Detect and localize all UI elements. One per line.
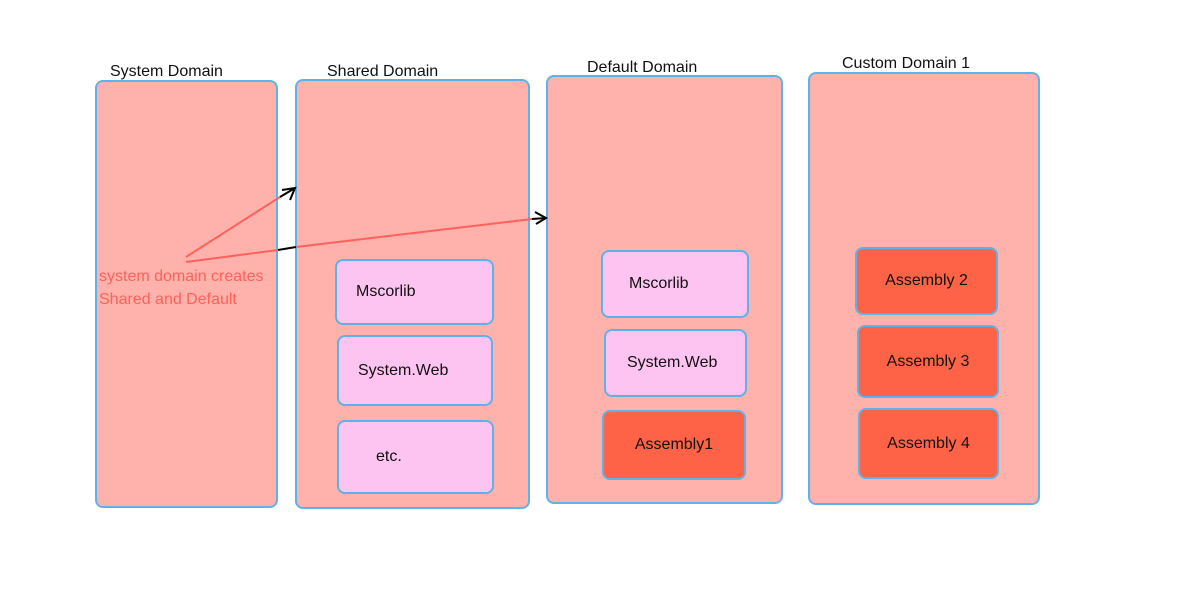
- annotation-text: system domain creates Shared and Default: [99, 265, 264, 311]
- default-assembly-system-web: System.Web: [604, 329, 747, 397]
- assembly-label: Assembly 3: [886, 352, 970, 370]
- default-domain-title: Default Domain: [587, 59, 698, 76]
- arrow-to-shared-tip: [279, 187, 296, 198]
- custom-domain-title: Custom Domain 1: [842, 55, 971, 72]
- default-assembly-mscorlib: Mscorlib: [601, 250, 749, 318]
- annotation-line-1: system domain creates: [99, 268, 264, 285]
- arrow-to-default-line-black: [277, 246, 297, 251]
- shared-domain-title: Shared Domain: [327, 63, 439, 80]
- custom-assembly-3: Assembly 3: [857, 325, 999, 398]
- custom-assembly-4: Assembly 4: [858, 408, 999, 479]
- assembly-label: Assembly 4: [887, 434, 970, 452]
- arrow-to-default-head: [534, 211, 549, 225]
- arrow-to-shared-head: [281, 186, 297, 201]
- system-domain-box: [95, 80, 278, 508]
- assembly-label: Assembly 2: [885, 272, 968, 289]
- shared-assembly-etc: etc.: [337, 420, 494, 494]
- assembly-label: etc.: [376, 448, 402, 465]
- default-assembly-assembly1: Assembly1: [602, 410, 746, 480]
- assembly-label: System.Web: [627, 354, 718, 371]
- shared-assembly-system-web: System.Web: [337, 335, 493, 406]
- system-domain-title: System Domain: [110, 63, 223, 80]
- assembly-label: System.Web: [358, 361, 449, 379]
- assembly-label: Mscorlib: [356, 283, 416, 300]
- shared-assembly-mscorlib: Mscorlib: [335, 259, 494, 325]
- custom-assembly-2: Assembly 2: [855, 247, 998, 315]
- arrow-to-default-tip: [531, 217, 547, 220]
- assembly-label: Assembly1: [634, 436, 714, 453]
- annotation-line-2: Shared and Default: [99, 291, 237, 308]
- assembly-label: Mscorlib: [629, 275, 689, 292]
